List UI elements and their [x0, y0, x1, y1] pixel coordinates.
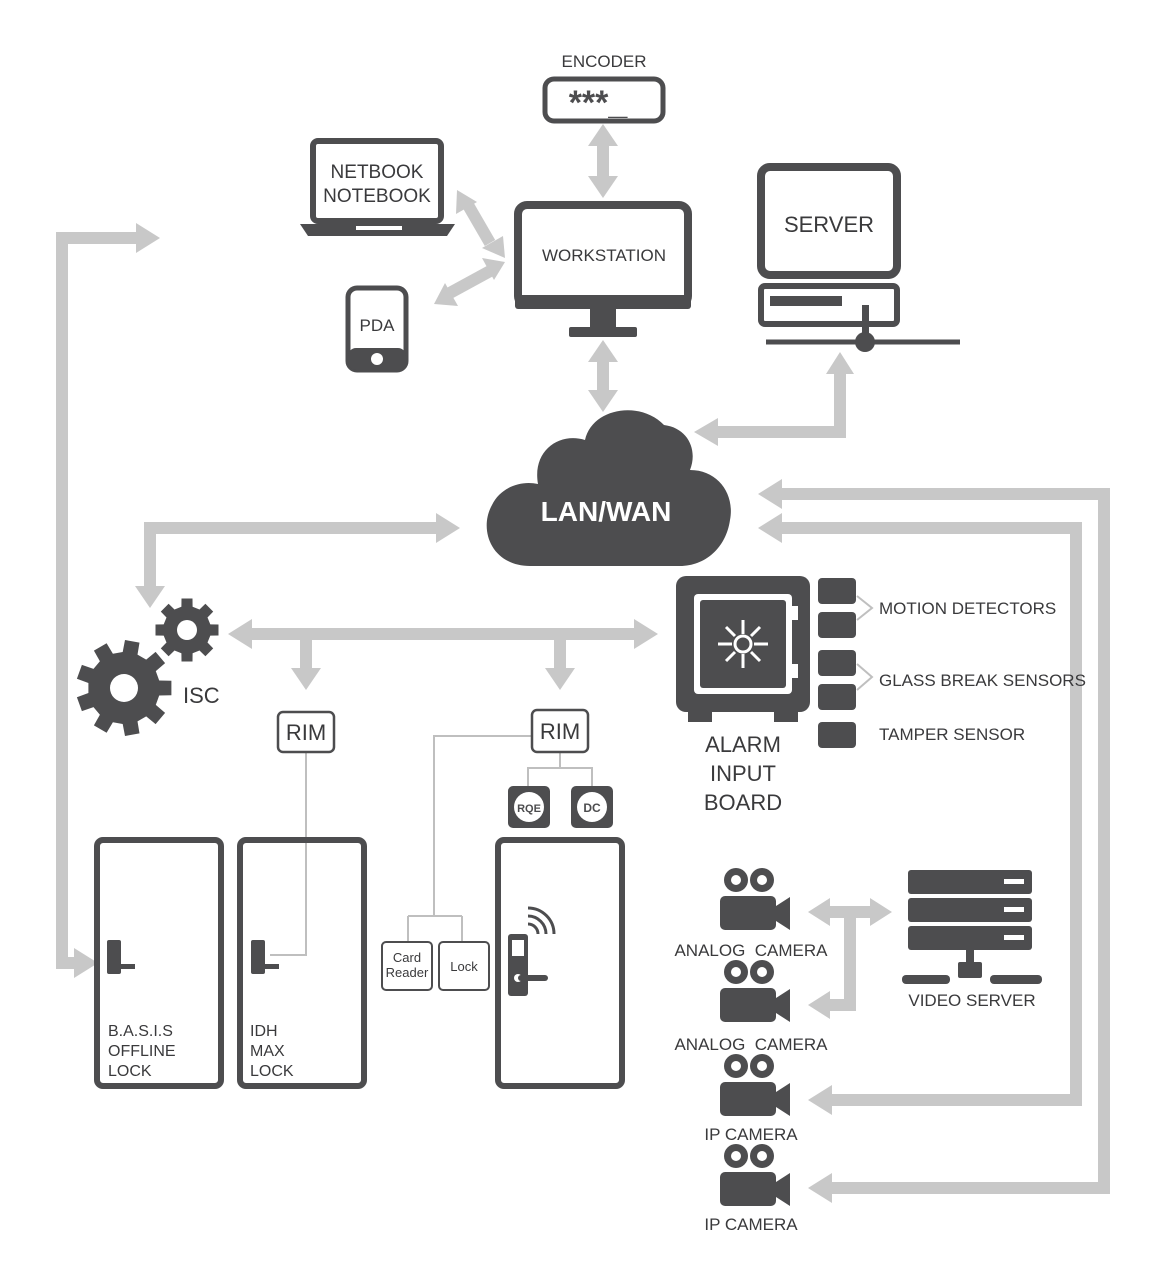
- glass-sensor-icon: [818, 650, 856, 676]
- camera-videoserver-connector: [808, 898, 892, 1019]
- door-icon: [237, 837, 367, 1089]
- netbook-label: NETBOOK: [331, 162, 424, 183]
- server: SERVER: [757, 163, 960, 352]
- door-icon: [495, 837, 625, 1089]
- notebook: NETBOOK NOTEBOOK: [300, 138, 455, 236]
- server-label: SERVER: [784, 212, 874, 237]
- video-server-label: VIDEO SERVER: [908, 991, 1035, 1010]
- workstation-label: WORKSTATION: [542, 246, 666, 265]
- pda: PDA: [345, 285, 409, 373]
- door-online: [495, 837, 625, 1089]
- camera-icon: [720, 868, 790, 930]
- card-reader-line1: Card: [393, 950, 421, 965]
- rim-left: RIM: [276, 710, 336, 754]
- workstation: WORKSTATION: [514, 201, 692, 337]
- rim-right: RIM: [530, 708, 590, 754]
- camera-ip-2: IP CAMERA: [704, 1144, 798, 1234]
- idh-line2: MAX: [250, 1043, 285, 1060]
- laptop-icon: [310, 138, 444, 224]
- camera-analog-2: ANALOG CAMERA: [674, 960, 828, 1054]
- motion-detectors-label: MOTION DETECTORS: [879, 599, 1056, 618]
- encoder: ENCODER ***_: [542, 52, 666, 124]
- encoder-label: ENCODER: [561, 52, 646, 71]
- lock-icon: [251, 940, 265, 974]
- connectors: [56, 124, 1110, 1203]
- cloud-camera-connectors: [758, 479, 1110, 1203]
- lock-box: Lock: [438, 941, 490, 991]
- dc-label: DC: [583, 801, 601, 815]
- offline-lock-connector: [56, 223, 160, 978]
- gear-icon: [76, 640, 172, 736]
- encoder-display: ***_: [569, 84, 629, 122]
- camera-label: ANALOG CAMERA: [674, 941, 828, 960]
- dc-device: DC: [571, 786, 613, 828]
- alarm-board-line3: BOARD: [704, 790, 782, 815]
- idh-line1: IDH: [250, 1023, 278, 1040]
- encoder-workstation-connector: [588, 124, 618, 198]
- motion-sensor-icon: [818, 612, 856, 638]
- video-server: VIDEO SERVER: [902, 870, 1042, 1010]
- alarm-board-line2: INPUT: [710, 761, 776, 786]
- server-cloud-connector: [694, 352, 854, 446]
- idh-line3: LOCK: [250, 1063, 294, 1080]
- basis-line3: LOCK: [108, 1063, 152, 1080]
- rim-right-label: RIM: [540, 719, 580, 744]
- workstation-cloud-connector: [588, 340, 618, 412]
- lock-box-label: Lock: [450, 959, 478, 974]
- camera-icon: [720, 1054, 790, 1116]
- isc: ISC: [76, 598, 220, 736]
- rqe-device: RQE: [508, 786, 550, 828]
- pda-label: PDA: [360, 316, 396, 335]
- camera-icon: [720, 1144, 790, 1206]
- door-idh: IDH MAX LOCK: [237, 837, 367, 1089]
- glass-break-label: GLASS BREAK SENSORS: [879, 671, 1086, 690]
- isc-label: ISC: [183, 683, 220, 708]
- camera-label: ANALOG CAMERA: [674, 1035, 828, 1054]
- wireless-icon: [527, 906, 556, 935]
- door-icon: [94, 837, 224, 1089]
- pda-workstation-connector: [434, 258, 505, 306]
- rqe-label: RQE: [517, 803, 541, 815]
- wiring-lines: [270, 595, 874, 956]
- card-reader-line2: Reader: [386, 965, 429, 980]
- lock-icon: [107, 940, 121, 974]
- encoder-icon: [542, 76, 666, 124]
- tamper-sensor-label: TAMPER SENSOR: [879, 725, 1025, 744]
- network-cloud: LAN/WAN: [486, 410, 731, 566]
- server-tower-icon: [758, 283, 900, 327]
- motion-sensor-icon: [818, 578, 856, 604]
- isc-bus-connector: [228, 619, 658, 690]
- tamper-sensor-icon: [818, 722, 856, 748]
- door-basis: B.A.S.I.S OFFLINE LOCK: [94, 837, 224, 1089]
- notebook-label: NOTEBOOK: [323, 186, 431, 207]
- camera-icon: [720, 960, 790, 1022]
- alarm-input-board: ALARM INPUT BOARD: [676, 576, 810, 815]
- rack-server-icon: [902, 870, 1042, 984]
- gear-small-icon: [155, 598, 219, 662]
- sensors: MOTION DETECTORS GLASS BREAK SENSORS TAM…: [818, 578, 1086, 748]
- notebook-workstation-connector: [456, 190, 505, 258]
- basis-line2: OFFLINE: [108, 1043, 176, 1060]
- camera-ip-1: IP CAMERA: [704, 1054, 798, 1144]
- alarm-board-line1: ALARM: [705, 732, 781, 757]
- basis-line1: B.A.S.I.S: [108, 1023, 173, 1040]
- cloud-isc-connector: [135, 513, 460, 608]
- camera-label: IP CAMERA: [704, 1125, 798, 1144]
- cloud-icon: [486, 410, 731, 566]
- camera-label: IP CAMERA: [704, 1215, 798, 1234]
- camera-analog-1: ANALOG CAMERA: [674, 868, 828, 960]
- card-reader: Card Reader: [381, 941, 433, 991]
- network-label: LAN/WAN: [541, 496, 672, 527]
- glass-sensor-icon: [818, 684, 856, 710]
- server-monitor-icon: [757, 163, 901, 279]
- rim-left-label: RIM: [286, 720, 326, 745]
